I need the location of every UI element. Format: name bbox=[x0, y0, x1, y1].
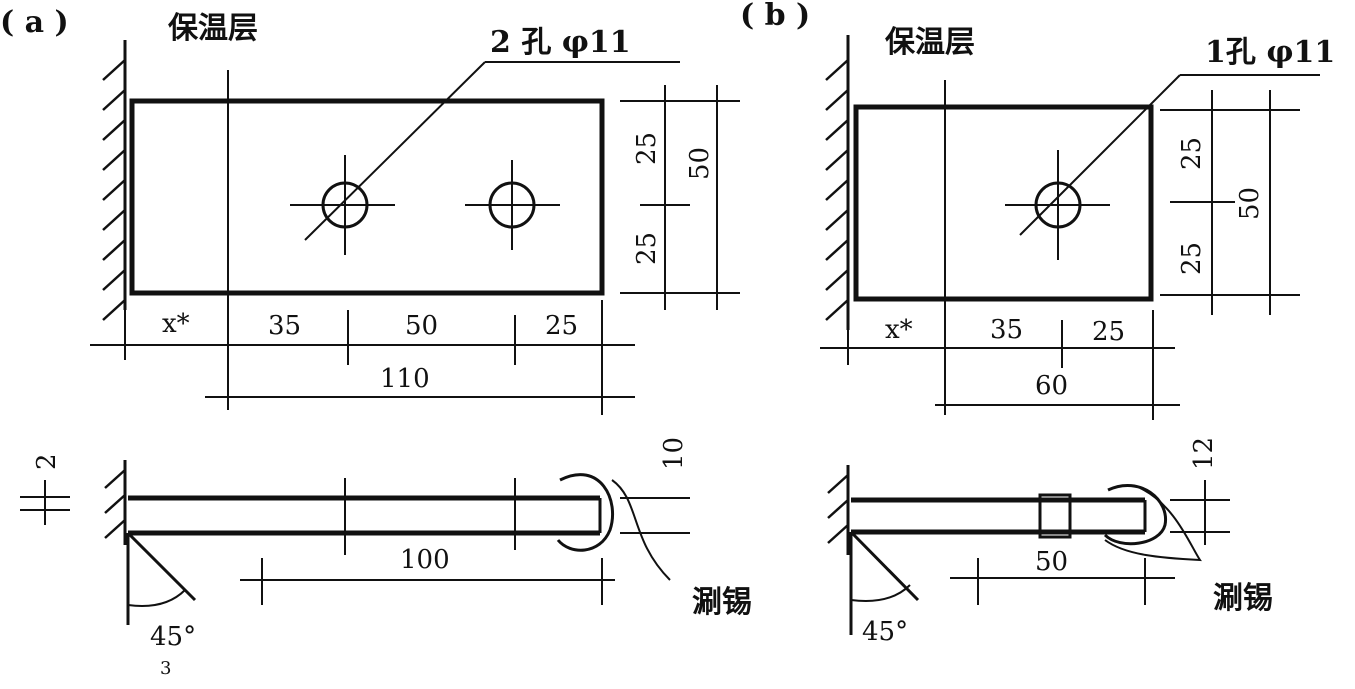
panel-a-dim-seg1: 35 bbox=[268, 311, 301, 341]
panel-b-angle-arc bbox=[850, 584, 911, 602]
panel-b-dim-height-total: 50 bbox=[1235, 187, 1265, 220]
panel-a-hole-note: 2 孔 φ11 bbox=[490, 25, 631, 60]
panel-b-side-nut bbox=[1038, 493, 1072, 539]
panel-a-dim-overall: 110 bbox=[380, 364, 430, 394]
panel-a-angle: 45° bbox=[150, 622, 196, 652]
panel-a-dim-lower: 25 bbox=[632, 232, 662, 265]
panel-a-dim-weld: 100 bbox=[400, 545, 450, 575]
panel-a-hole-1 bbox=[321, 181, 369, 229]
panel-b-dim-x: x* bbox=[885, 315, 913, 345]
panel-b-hole-note: 1孔 φ11 bbox=[1205, 35, 1335, 70]
panel-a-side-wall-hatch bbox=[104, 460, 127, 545]
panel-a-angle-arc bbox=[127, 589, 186, 607]
panel-a-dim-seg3: 25 bbox=[545, 311, 578, 341]
panel-a-dim-upper: 25 bbox=[632, 132, 662, 165]
panel-a-hole-2 bbox=[488, 181, 536, 229]
panel-a-dim-x: x* bbox=[162, 309, 190, 339]
panel-b-plate bbox=[853, 104, 1154, 302]
panel-a-dim-thickness: 2 bbox=[32, 453, 62, 470]
panel-a-tin-label: 涮锡 bbox=[692, 585, 752, 620]
panel-b-hole bbox=[1034, 181, 1082, 229]
panel-b-angle: 45° bbox=[862, 617, 908, 647]
panel-a-insulation-label: 保温层 bbox=[168, 11, 258, 46]
panel-a-leader-diagonal bbox=[304, 61, 486, 241]
panel-b-tag: ( b ) bbox=[740, 0, 810, 33]
panel-b-dim-lower: 25 bbox=[1177, 242, 1207, 275]
panel-b-dim-seg1: 35 bbox=[990, 315, 1023, 345]
panel-b-insulation-label: 保温层 bbox=[885, 25, 975, 60]
panel-a-wall-hatch bbox=[102, 40, 127, 321]
panel-a-dim-height-total: 50 bbox=[685, 147, 715, 180]
panel-a-tin-leader bbox=[611, 479, 671, 581]
panel-b-dim-bead: 12 bbox=[1189, 437, 1219, 470]
panel-b-wall-hatch bbox=[825, 35, 850, 330]
panel-b-tin-leader bbox=[1104, 487, 1202, 562]
panel-b: ( b ) 保温层 1孔 φ11 25 25 50 bbox=[740, 0, 1335, 647]
panel-a-plate bbox=[129, 98, 605, 296]
panel-a: ( a ) 保温层 2 孔 φ11 bbox=[0, 5, 752, 679]
panel-b-side-wall-hatch bbox=[827, 465, 850, 555]
panel-a-dim-bead: 10 bbox=[659, 437, 689, 470]
panel-b-dim-upper: 25 bbox=[1177, 137, 1207, 170]
panel-b-leader-diagonal bbox=[1019, 74, 1181, 236]
panel-b-tin-blob bbox=[1103, 483, 1167, 546]
panel-a-tag: ( a ) bbox=[0, 5, 69, 40]
panel-a-angle-sub: 3 bbox=[160, 658, 171, 679]
panel-a-tin-blob bbox=[556, 473, 615, 552]
panel-b-tin-label: 涮锡 bbox=[1213, 581, 1273, 616]
panel-b-dim-seg2: 25 bbox=[1092, 317, 1125, 347]
panel-b-dim-weld: 50 bbox=[1035, 547, 1068, 577]
panel-a-dim-seg2: 50 bbox=[405, 311, 438, 341]
panel-b-dim-overall: 60 bbox=[1035, 371, 1068, 401]
